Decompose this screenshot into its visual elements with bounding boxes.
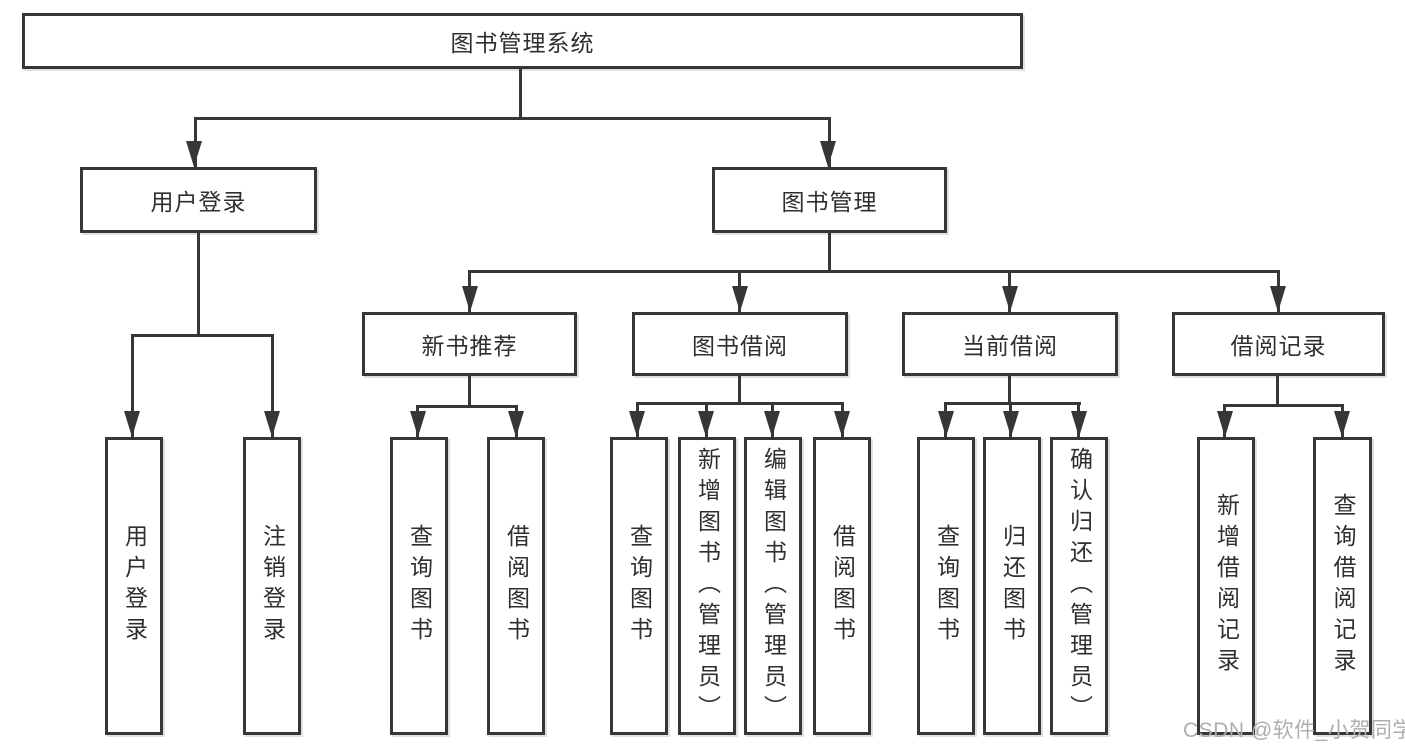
- csdn-watermark: CSDN @软件_小贺同学: [1183, 719, 1405, 742]
- leaf-label: 查询借阅记录: [1330, 493, 1356, 679]
- connector-line: [131, 334, 274, 337]
- node-user-login-group: 用户登录: [80, 167, 317, 233]
- connector-line: [1008, 376, 1011, 405]
- connector-line: [1223, 404, 1344, 407]
- arrow-down-icon: [834, 411, 850, 437]
- arrow-down-icon: [1270, 286, 1286, 312]
- node-book-borrowing: 图书借阅: [632, 312, 848, 376]
- arrow-down-icon: [508, 411, 524, 437]
- leaf-borrowing-borrow-book: 借阅图书: [813, 437, 871, 735]
- arrow-down-icon: [410, 411, 426, 437]
- leaf-label: 编辑图书（管理员）: [760, 446, 787, 726]
- arrow-down-icon: [186, 141, 202, 167]
- node-label: 图书管理系统: [450, 30, 595, 56]
- arrow-down-icon: [1217, 411, 1233, 437]
- connector-line: [944, 402, 1081, 405]
- connector-line: [131, 334, 134, 437]
- leaf-logout: 注销登录: [243, 437, 301, 735]
- node-book-management: 图书管理: [712, 167, 947, 233]
- node-label: 借阅记录: [1230, 333, 1327, 359]
- arrow-down-icon: [1003, 411, 1019, 437]
- leaf-current-query-book: 查询图书: [917, 437, 975, 735]
- arrow-down-icon: [732, 286, 748, 312]
- leaf-label: 确认归还（管理员）: [1066, 446, 1093, 726]
- arrow-down-icon: [1071, 411, 1087, 437]
- connector-line: [636, 402, 844, 405]
- leaf-recommend-query-book: 查询图书: [390, 437, 448, 735]
- leaf-recommend-borrow-book: 借阅图书: [487, 437, 545, 735]
- leaf-label: 新增借阅记录: [1213, 493, 1240, 679]
- leaf-label: 新增图书（管理员）: [694, 446, 721, 726]
- arrow-down-icon: [1334, 411, 1350, 437]
- leaf-label: 借阅图书: [503, 524, 530, 648]
- connector-line: [197, 233, 200, 337]
- leaf-borrowing-add-book: 新增图书（管理员）: [678, 437, 736, 735]
- node-label: 新书推荐: [421, 333, 518, 359]
- node-label: 当前借阅: [962, 333, 1058, 359]
- arrow-down-icon: [264, 411, 280, 437]
- node-library-management-system: 图书管理系统: [22, 13, 1023, 69]
- leaf-borrowing-query-book: 查询图书: [610, 437, 668, 735]
- leaf-borrowing-edit-book: 编辑图书（管理员）: [744, 437, 802, 735]
- connector-line: [519, 69, 522, 119]
- arrow-down-icon: [764, 411, 780, 437]
- leaf-current-confirm-return: 确认归还（管理员）: [1050, 437, 1108, 735]
- node-label: 图书借阅: [692, 333, 788, 359]
- leaf-user-login: 用户登录: [105, 437, 163, 735]
- connector-line: [828, 233, 831, 273]
- leaf-records-query-record: 查询借阅记录: [1313, 437, 1372, 735]
- leaf-label: 查询图书: [406, 524, 433, 648]
- leaf-current-return-book: 归还图书: [983, 437, 1041, 735]
- leaf-label: 借阅图书: [829, 524, 856, 648]
- arrow-down-icon: [462, 286, 478, 312]
- leaf-label: 用户登录: [121, 524, 148, 648]
- connector-line: [468, 270, 1280, 273]
- connector-line: [416, 405, 518, 408]
- connector-line: [271, 334, 274, 437]
- node-current-borrowing: 当前借阅: [902, 312, 1118, 376]
- leaf-records-add-record: 新增借阅记录: [1197, 437, 1255, 735]
- node-borrowing-records: 借阅记录: [1172, 312, 1385, 376]
- leaf-label: 查询图书: [933, 524, 960, 648]
- node-label: 图书管理: [781, 189, 878, 215]
- arrow-down-icon: [820, 141, 836, 167]
- arrow-down-icon: [938, 411, 954, 437]
- connector-line: [194, 117, 831, 120]
- connector-line: [1276, 376, 1279, 407]
- node-new-book-recommend: 新书推荐: [362, 312, 577, 376]
- connector-line: [738, 376, 741, 405]
- arrow-down-icon: [629, 411, 645, 437]
- leaf-label: 查询图书: [626, 524, 653, 648]
- connector-line: [468, 376, 471, 407]
- arrow-down-icon: [698, 411, 714, 437]
- leaf-label: 归还图书: [999, 524, 1026, 648]
- arrow-down-icon: [124, 411, 140, 437]
- node-label: 用户登录: [150, 189, 247, 215]
- arrow-down-icon: [1002, 286, 1018, 312]
- leaf-label: 注销登录: [259, 524, 286, 648]
